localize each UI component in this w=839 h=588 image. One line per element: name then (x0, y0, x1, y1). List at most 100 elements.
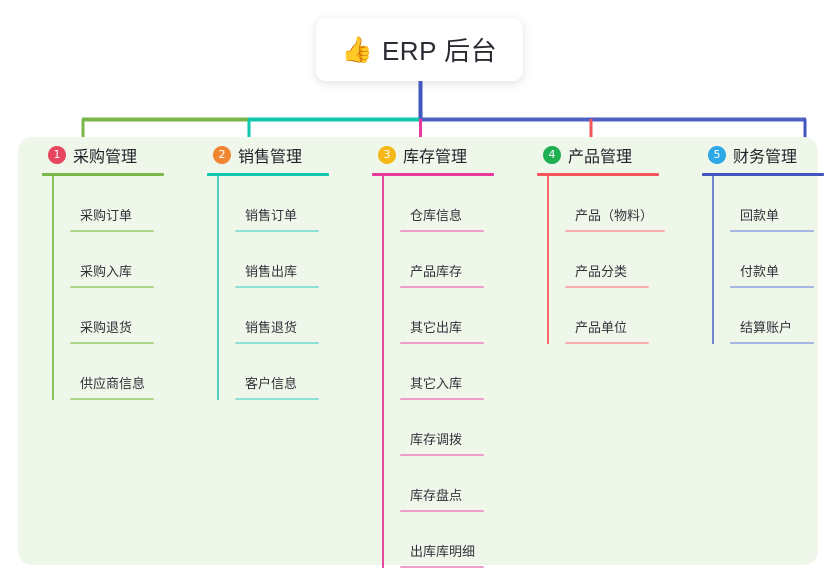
branch-item-label: 回款单 (740, 208, 780, 223)
branch-item[interactable]: 仓库信息 (400, 176, 513, 232)
branch-item-label: 其它出库 (410, 320, 463, 335)
branch-header-underline (537, 173, 659, 176)
branch-item-underline (400, 230, 484, 232)
branch-item[interactable]: 采购退货 (70, 288, 183, 344)
branch-item-underline (235, 398, 319, 400)
thumbs-up-icon: 👍 (341, 35, 373, 64)
branch-item-underline (400, 342, 484, 344)
branch-header-1[interactable]: 1 采购管理 (40, 137, 183, 173)
branch-item-label: 产品（物料） (575, 208, 654, 223)
branch-item-label: 其它入库 (410, 376, 463, 391)
branch-item-label: 采购入库 (80, 264, 133, 279)
branch-title: 销售管理 (238, 149, 303, 166)
branch-item[interactable]: 结算账户 (730, 288, 838, 344)
branch-badge-icon: 2 (213, 146, 231, 164)
branch-item-underline (400, 510, 484, 512)
branch-item-underline (400, 398, 484, 400)
branch-items: 仓库信息产品库存其它出库其它入库库存调拨库存盘点出库库明细 (382, 176, 513, 568)
branch-spine (712, 176, 714, 344)
branch-column-5: 5 财务管理回款单付款单结算账户 (678, 137, 838, 565)
branch-item[interactable]: 库存调拨 (400, 400, 513, 456)
branch-item-label: 库存调拨 (410, 432, 463, 447)
branch-item[interactable]: 其它入库 (400, 344, 513, 400)
branch-item-label: 仓库信息 (410, 208, 463, 223)
branch-item-underline (235, 286, 319, 288)
branch-title: 采购管理 (73, 149, 138, 166)
branch-column-1: 1 采购管理采购订单采购入库采购退货供应商信息 (18, 137, 183, 565)
branch-item-label: 销售出库 (245, 264, 298, 279)
branch-item[interactable]: 产品库存 (400, 232, 513, 288)
branch-item-underline (730, 342, 814, 344)
branch-item-underline (70, 230, 154, 232)
branch-item[interactable]: 客户信息 (235, 344, 348, 400)
branch-item-underline (730, 286, 814, 288)
branch-badge-icon: 4 (543, 146, 561, 164)
branch-item[interactable]: 采购订单 (70, 176, 183, 232)
branch-spine (52, 176, 54, 400)
branch-badge-icon: 3 (378, 146, 396, 164)
branch-item-label: 结算账户 (740, 320, 793, 335)
content-panel (18, 137, 818, 565)
branch-item-label: 采购订单 (80, 208, 133, 223)
branch-title: 财务管理 (733, 149, 798, 166)
branch-column-2: 2 销售管理销售订单销售出库销售退货客户信息 (183, 137, 348, 565)
branch-item[interactable]: 供应商信息 (70, 344, 183, 400)
branch-item-underline (70, 398, 154, 400)
branch-item[interactable]: 回款单 (730, 176, 838, 232)
branch-item[interactable]: 付款单 (730, 232, 838, 288)
branch-item[interactable]: 采购入库 (70, 232, 183, 288)
branch-header-2[interactable]: 2 销售管理 (205, 137, 348, 173)
branch-title: 产品管理 (568, 149, 633, 166)
branch-item-underline (565, 342, 649, 344)
root-title: ERP 后台 (381, 36, 498, 66)
branch-item-underline (400, 286, 484, 288)
branch-header-underline (207, 173, 329, 176)
branch-item[interactable]: 产品（物料） (565, 176, 678, 232)
branch-item-label: 销售退货 (245, 320, 298, 335)
branch-header-underline (42, 173, 164, 176)
branch-header-4[interactable]: 4 产品管理 (535, 137, 678, 173)
branch-item[interactable]: 产品分类 (565, 232, 678, 288)
branch-spine (547, 176, 549, 344)
branch-items: 销售订单销售出库销售退货客户信息 (217, 176, 348, 400)
branch-item-underline (400, 566, 484, 568)
branch-badge-icon: 5 (708, 146, 726, 164)
branch-item-label: 产品单位 (575, 320, 628, 335)
branch-item[interactable]: 其它出库 (400, 288, 513, 344)
root-node[interactable]: 👍 ERP 后台 (316, 18, 523, 81)
branch-item[interactable]: 库存盘点 (400, 456, 513, 512)
branch-item-underline (565, 286, 649, 288)
branch-spine (382, 176, 384, 568)
branch-item[interactable]: 出库库明细 (400, 512, 513, 568)
branch-item-label: 采购退货 (80, 320, 133, 335)
branch-item[interactable]: 产品单位 (565, 288, 678, 344)
branch-item-label: 供应商信息 (80, 376, 146, 391)
branch-item-label: 销售订单 (245, 208, 298, 223)
branch-item-label: 付款单 (740, 264, 780, 279)
branch-items: 采购订单采购入库采购退货供应商信息 (52, 176, 183, 400)
branch-item-underline (235, 342, 319, 344)
branch-item-underline (70, 286, 154, 288)
branch-item-underline (565, 230, 665, 232)
branch-badge-icon: 1 (48, 146, 66, 164)
branch-title: 库存管理 (403, 149, 468, 166)
branch-items: 产品（物料） 产品分类产品单位 (547, 176, 678, 344)
branch-column-4: 4 产品管理产品（物料） 产品分类产品单位 (513, 137, 678, 565)
branch-item-underline (235, 230, 319, 232)
branch-item-underline (730, 230, 814, 232)
branch-header-5[interactable]: 5 财务管理 (700, 137, 838, 173)
branch-item[interactable]: 销售出库 (235, 232, 348, 288)
branch-item-label: 产品库存 (410, 264, 463, 279)
branch-spine (217, 176, 219, 400)
branch-item[interactable]: 销售订单 (235, 176, 348, 232)
branch-header-underline (372, 173, 494, 176)
branch-header-3[interactable]: 3 库存管理 (370, 137, 513, 173)
branch-item[interactable]: 销售退货 (235, 288, 348, 344)
branch-item-underline (70, 342, 154, 344)
branch-columns: 1 采购管理采购订单采购入库采购退货供应商信息 2 销售管理销售订单销售出库销售退货客… (18, 137, 824, 568)
branch-items: 回款单付款单结算账户 (712, 176, 838, 344)
branch-item-label: 出库库明细 (410, 544, 476, 559)
branch-column-3: 3 库存管理仓库信息产品库存其它出库其它入库库存调拨库存盘点出库库明细 (348, 137, 513, 568)
branch-header-underline (702, 173, 824, 176)
